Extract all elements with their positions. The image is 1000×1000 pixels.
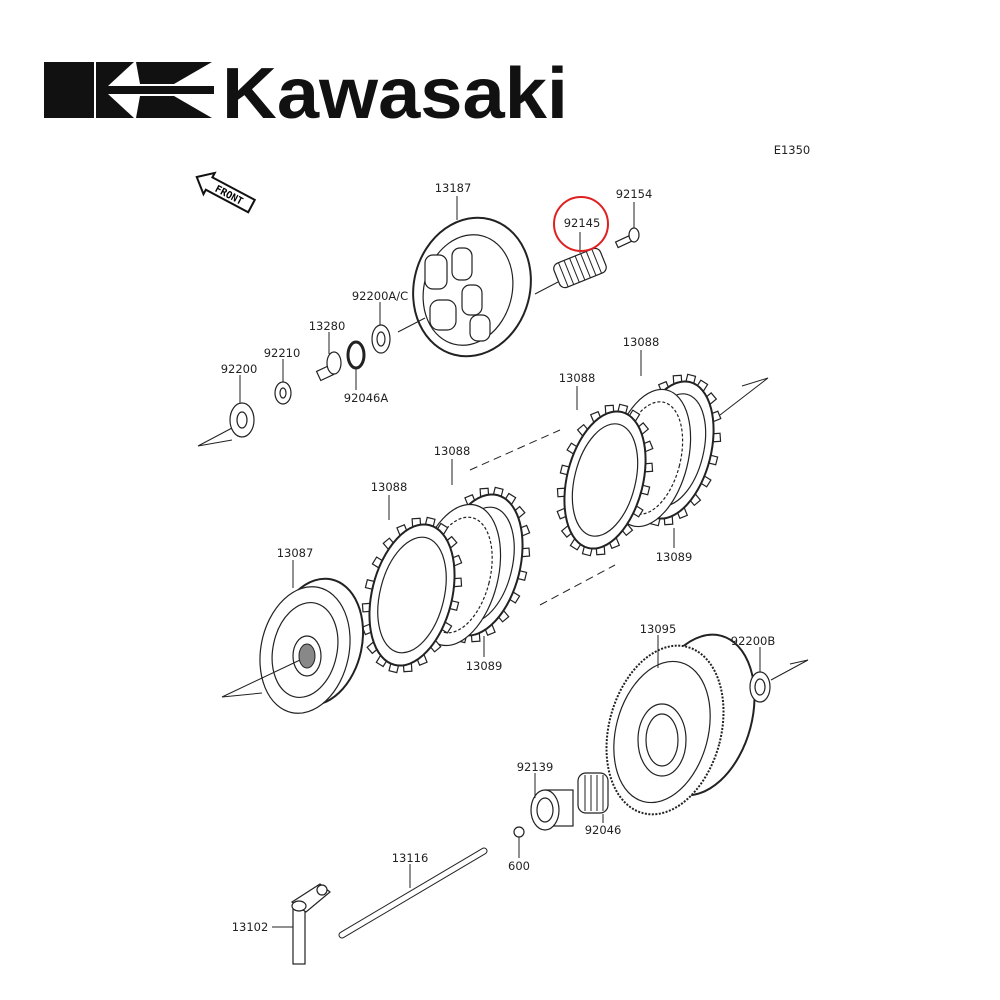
highlight-circle [553,196,609,252]
part-label-13089[interactable]: 13089 [466,659,503,673]
kawasaki-logo: Kawasaki [44,58,568,124]
clutch-housing-13095[interactable] [589,622,772,827]
part-label-13089[interactable]: 13089 [656,550,693,564]
clutch-spring-92145[interactable] [552,247,608,290]
release-shaft-13102[interactable] [290,883,331,965]
svg-text:Kawasaki: Kawasaki [222,58,568,124]
sleeve-92139[interactable] [530,789,574,831]
part-label-13087[interactable]: 13087 [277,546,314,560]
pushrod-13116[interactable] [338,847,488,939]
diagram-code: E1350 [774,143,811,157]
part-label-92046[interactable]: 92046 [585,823,622,837]
friction-plate-13088[interactable] [543,394,668,565]
bearing-92046a[interactable] [346,340,366,370]
steel-ball-600[interactable] [513,826,525,838]
part-label-13088[interactable]: 13088 [371,480,408,494]
kawasaki-k-mark-icon [44,62,214,118]
part-label-13095[interactable]: 13095 [640,622,677,636]
front-direction-arrow: FRONT [195,171,257,214]
part-label-600[interactable]: 600 [508,859,530,873]
part-label-92200[interactable]: 92200 [221,362,258,376]
part-label-92200ac[interactable]: 92200A/C [352,289,408,303]
part-label-92046a[interactable]: 92046A [344,391,389,405]
part-label-92210[interactable]: 92210 [264,346,301,360]
pressure-plate-13187[interactable] [398,204,546,369]
part-label-92200b[interactable]: 92200B [731,634,776,648]
part-label-13088[interactable]: 13088 [434,444,471,458]
part-label-92139[interactable]: 92139 [517,760,554,774]
part-label-13088[interactable]: 13088 [623,335,660,349]
pusher-13280[interactable] [315,351,342,382]
part-label-92145[interactable]: 92145 [564,216,601,230]
part-label-13102[interactable]: 13102 [232,920,269,934]
part-label-92154[interactable]: 92154 [616,187,653,201]
bolt-92154[interactable] [614,227,640,249]
clutch-hub-13087[interactable] [249,570,375,721]
part-label-13116[interactable]: 13116 [392,851,429,865]
part-label-13187[interactable]: 13187 [435,181,472,195]
part-label-13280[interactable]: 13280 [309,319,346,333]
needle-bearing-92046[interactable] [577,772,609,814]
part-label-13088[interactable]: 13088 [559,371,596,385]
friction-plate-13088[interactable] [347,507,476,683]
